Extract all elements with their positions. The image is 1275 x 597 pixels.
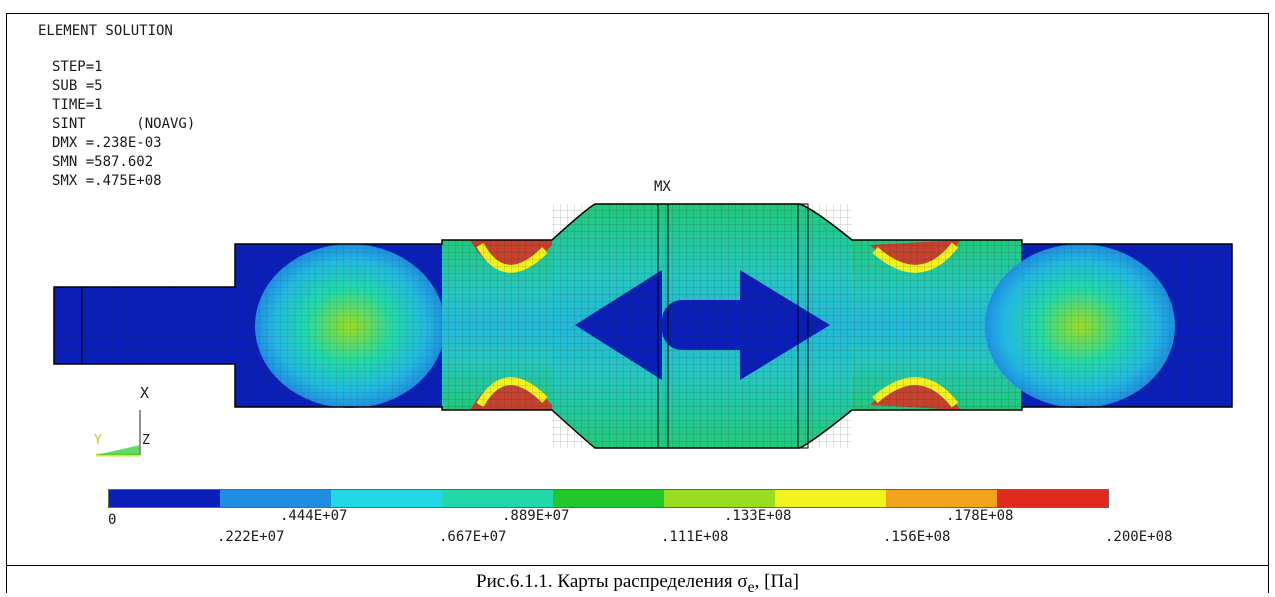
caption-subscript: e (747, 578, 755, 596)
right-shoulder (985, 244, 1232, 408)
legend-swatch (220, 490, 331, 507)
info-time: TIME=1 (52, 97, 103, 113)
legend-swatch (331, 490, 442, 507)
triad-x-label: X (140, 384, 150, 402)
legend-swatch (109, 490, 220, 507)
info-dmx: DMX =.238E-03 (52, 135, 162, 151)
legend-label-bottom: .200E+08 (1105, 529, 1173, 545)
legend-label-top: 0 (108, 512, 117, 528)
legend-label-top: .444E+07 (280, 508, 348, 524)
legend-label-bottom: .111E+08 (661, 529, 729, 545)
figure-frame (6, 13, 1269, 593)
caption-text: Рис.6.1.1. Карты распределения σ (476, 571, 748, 592)
legend-swatch (997, 490, 1108, 507)
legend-label-bottom: .156E+08 (883, 529, 951, 545)
left-shaft (54, 287, 235, 364)
legend-label-top: .889E+07 (502, 508, 570, 524)
legend-swatch (664, 490, 775, 507)
max-marker-label: MX (654, 179, 671, 195)
info-step: STEP=1 (52, 59, 103, 75)
color-legend-bar (108, 489, 1109, 508)
info-smn: SMN =587.602 (52, 154, 154, 170)
legend-label-bottom: .667E+07 (439, 529, 507, 545)
model-outline (53, 203, 1233, 449)
info-sub: SUB =5 (52, 78, 103, 94)
caption-divider (6, 565, 1269, 566)
legend-swatch (886, 490, 997, 507)
left-shoulder (235, 244, 445, 408)
info-sint: SINT (NOAVG) (52, 116, 196, 132)
legend-label-top: .133E+08 (724, 508, 792, 524)
triad-y-label: Y (94, 433, 102, 448)
legend-swatch (553, 490, 664, 507)
legend-label-top: .178E+08 (946, 508, 1014, 524)
figure-caption: Рис.6.1.1. Карты распределения σe, [Па] (0, 571, 1275, 597)
legend-swatch (442, 490, 553, 507)
plot-title: ELEMENT SOLUTION (38, 23, 173, 39)
info-smx: SMX =.475E+08 (52, 173, 162, 189)
triad-z-label: Z (142, 433, 150, 448)
caption-tail: , [Па] (754, 571, 799, 592)
center-barrel (552, 203, 852, 449)
solution-info: STEP=1 SUB =5 TIME=1 SINT (NOAVG) DMX =.… (52, 58, 195, 191)
coordinate-triad (96, 410, 141, 457)
legend-swatch (775, 490, 886, 507)
left-collar (442, 240, 552, 410)
legend-label-bottom: .222E+07 (217, 529, 285, 545)
